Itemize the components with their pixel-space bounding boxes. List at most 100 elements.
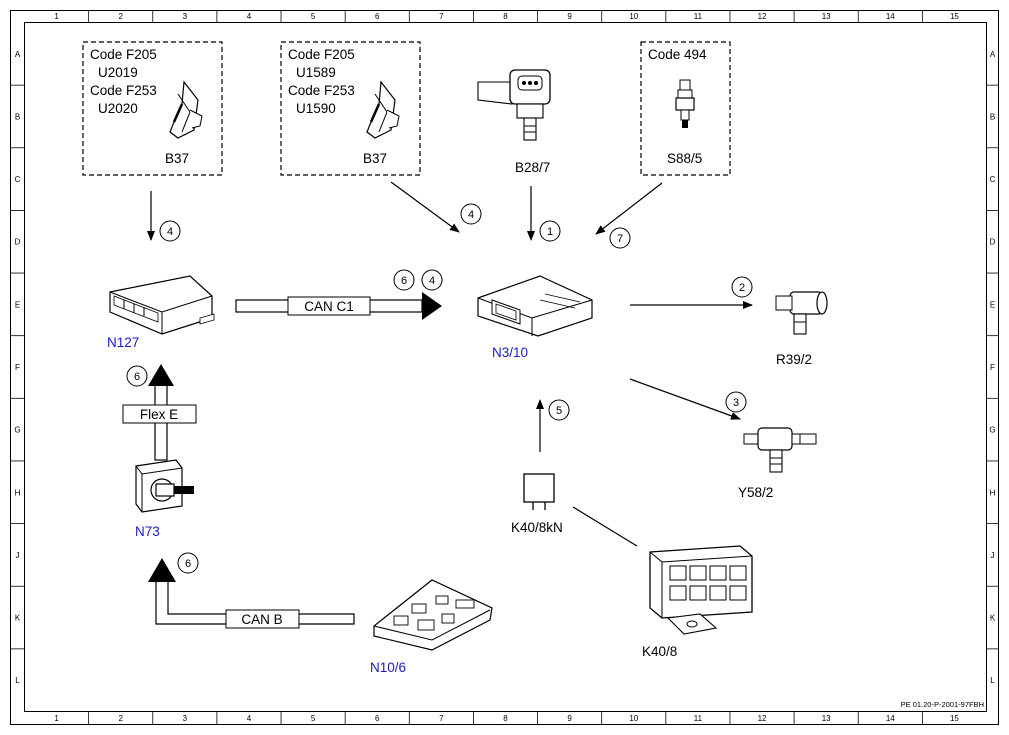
pedal-sensor-icon [366,80,400,139]
column-number: 13 [822,12,831,21]
column-number: 14 [886,12,895,21]
svg-text:4: 4 [429,275,435,287]
row-letter: B [15,112,20,121]
row-letter: A [15,50,21,59]
control-module-n127: N127 [107,275,215,350]
callout-4-top-left: 4 [159,220,181,242]
column-number: 12 [758,714,767,723]
row-letter: H [990,488,996,497]
row-letter: B [990,112,995,121]
column-number: 6 [375,12,380,21]
flex-e-bus: Flex E [122,364,197,461]
callout-1: 1 [539,220,561,242]
pressure-sensor-icon [477,69,551,141]
row-letter: A [990,50,996,59]
ecu-icon [477,275,593,337]
engine-control-unit-n3-10: N3/10 [477,275,593,360]
row-letter: D [15,238,21,247]
svg-text:3: 3 [733,397,739,409]
heater-element-r39-2: R39/2 [775,291,828,367]
column-number: 15 [950,12,959,21]
code-box-2: Code F205 U1589 Code F253 U1590 B37 [280,41,421,176]
callout-4-top-center: 4 [460,203,482,225]
column-number: 6 [375,714,380,723]
code-line: U1590 [296,101,336,116]
column-number: 11 [694,12,703,21]
row-letter: F [15,363,20,372]
component-label-n127: N127 [107,335,139,350]
svg-text:4: 4 [468,209,474,221]
column-number: 14 [886,714,895,723]
svg-text:6: 6 [185,558,191,570]
column-number: 9 [567,12,572,21]
callout-6-can-c1: 6 [393,269,415,291]
relay-icon [523,473,555,510]
row-letter: J [16,551,20,560]
can-b-bus: CAN B [148,558,355,629]
row-letter: C [15,175,21,184]
column-number: 12 [758,12,767,21]
row-letter: F [990,363,995,372]
component-label-s88-5: S88/5 [667,151,702,166]
component-label-b28-7: B28/7 [515,160,550,175]
ignition-switch-n73: N73 [135,459,194,539]
callout-3: 3 [725,391,747,413]
column-number: 8 [503,12,508,21]
row-letter: D [990,238,996,247]
code-line: Code 494 [648,47,707,62]
svg-text:4: 4 [167,226,173,238]
code-line: U2020 [98,101,138,116]
row-letter: L [990,676,995,685]
svg-text:1: 1 [547,226,553,238]
column-number: 7 [439,12,444,21]
row-letter: K [15,614,21,623]
ignition-switch-icon [135,459,194,513]
column-number: 3 [183,714,188,723]
drawing-frame [10,10,999,725]
column-number: 2 [118,12,123,21]
column-number: 9 [567,714,572,723]
column-number: 2 [118,714,123,723]
code-box-3: Code 494 S88/5 [640,41,731,176]
row-letter: K [990,614,996,623]
code-line: Code F253 [288,83,355,98]
row-letter: H [15,488,21,497]
component-label-b37: B37 [363,151,387,166]
component-label-y58-2: Y58/2 [738,485,773,500]
module-icon [109,275,215,335]
row-letter: E [990,300,995,309]
component-label-n10-6: N10/6 [370,660,406,675]
callout-6-can-b: 6 [177,552,199,574]
code-line: U1589 [296,65,336,80]
row-letter: L [15,676,20,685]
component-label-k40-8: K40/8 [642,644,677,659]
component-label-n73: N73 [135,524,160,539]
column-number: 13 [822,714,831,723]
bus-label-can-c1: CAN C1 [304,299,354,314]
column-number: 1 [54,714,59,723]
column-number: 7 [439,714,444,723]
column-number: 10 [629,714,638,723]
code-line: U2019 [98,65,138,80]
column-number: 5 [311,12,316,21]
callout-4-can-c1: 4 [421,269,443,291]
svg-text:6: 6 [134,371,140,383]
column-number: 11 [694,714,703,723]
temperature-switch-icon [675,79,695,128]
row-letter: G [989,426,995,435]
column-ruler: 1122334455667788991010111112121313141415… [54,10,959,725]
column-number: 15 [950,714,959,723]
code-box-1: Code F205 U2019 Code F253 U2020 B37 [82,41,223,176]
callout-5: 5 [548,399,570,421]
code-line: Code F205 [288,47,355,62]
column-number: 3 [183,12,188,21]
callout-6-flex-e: 6 [126,365,148,387]
pedal-sensor-icon [169,80,203,139]
row-letter: J [991,551,995,560]
fuse-box-icon [649,545,753,635]
can-c1-bus: CAN C1 [235,292,442,320]
callout-2: 2 [731,276,753,298]
code-line: Code F205 [90,47,157,62]
